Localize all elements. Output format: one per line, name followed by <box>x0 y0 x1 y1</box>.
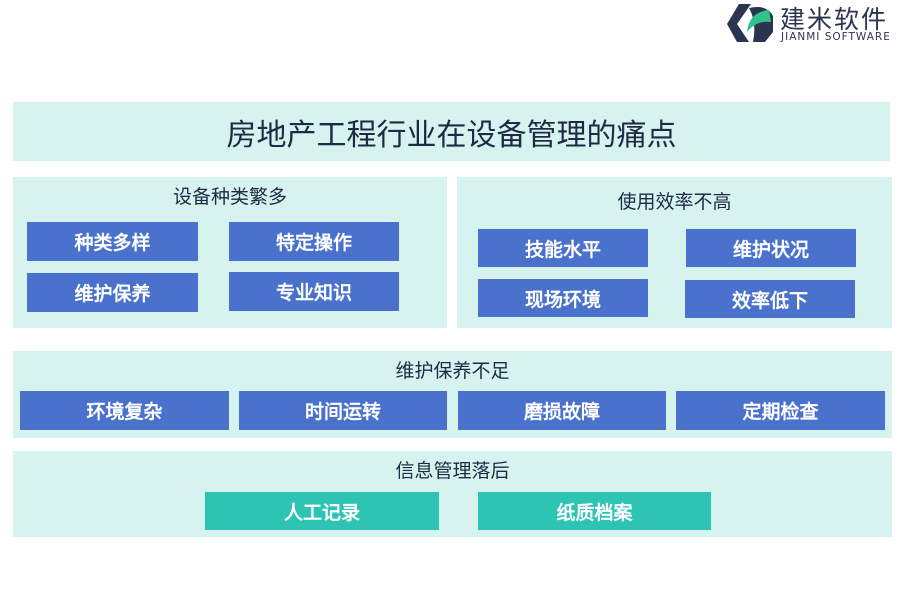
item-box: 特定操作 <box>229 222 399 261</box>
page-title: 房地产工程行业在设备管理的痛点 <box>13 102 890 161</box>
section-title: 设备种类繁多 <box>172 186 287 208</box>
section-info-management: 信息管理落后 人工记录 纸质档案 <box>13 451 892 537</box>
item-box: 技能水平 <box>478 229 648 267</box>
logo-text-en: JIANMI SOFTWARE <box>781 31 891 43</box>
section-maintenance: 维护保养不足 环境复杂 时间运转 磨损故障 定期检查 <box>13 351 892 438</box>
section-equipment-variety: 设备种类繁多 种类多样 特定操作 维护保养 专业知识 <box>13 177 447 328</box>
item-box: 环境复杂 <box>20 391 229 430</box>
logo-text-cn: 建米软件 <box>780 5 889 34</box>
item-box: 效率低下 <box>685 280 855 318</box>
item-box: 人工记录 <box>205 492 439 530</box>
item-box: 专业知识 <box>229 272 399 311</box>
item-box: 定期检查 <box>676 391 885 430</box>
item-box: 纸质档案 <box>478 492 711 530</box>
item-box: 现场环境 <box>478 279 648 317</box>
item-box: 维护保养 <box>27 273 198 312</box>
item-box: 时间运转 <box>239 391 447 430</box>
item-box: 维护状况 <box>686 229 856 267</box>
section-title: 使用效率不高 <box>617 191 732 213</box>
section-title: 维护保养不足 <box>395 360 510 382</box>
item-box: 种类多样 <box>27 222 198 261</box>
section-low-efficiency: 使用效率不高 技能水平 维护状况 现场环境 效率低下 <box>457 177 892 328</box>
item-box: 磨损故障 <box>458 391 666 430</box>
section-title: 信息管理落后 <box>395 460 510 482</box>
logo-mark-icon <box>727 4 773 42</box>
